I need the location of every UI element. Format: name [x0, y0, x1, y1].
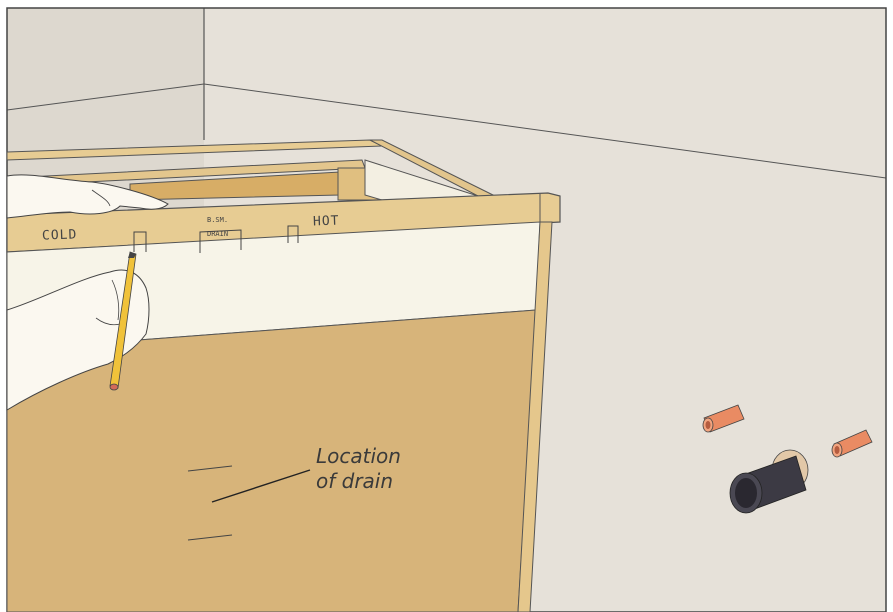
drain-location-label-line2: of drain — [316, 469, 393, 493]
drain-mark-label-bottom: DRAIN — [207, 230, 228, 238]
drain-mark-label-top: B.SM. — [207, 216, 228, 224]
cold-label: COLD — [42, 227, 78, 243]
hot-label: HOT — [313, 214, 340, 230]
drain-location-label-line1: Location — [316, 444, 401, 468]
